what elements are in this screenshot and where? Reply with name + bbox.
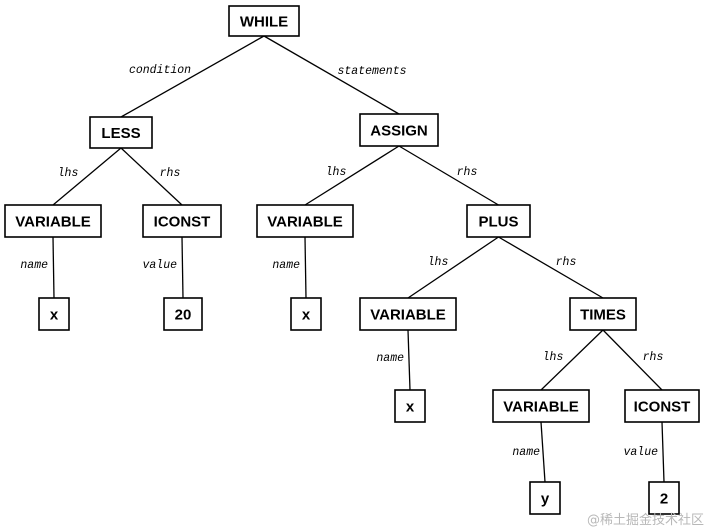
edge-var2-to-x2: [304, 236, 307, 299]
edge-iconst1-to-c20: [181, 236, 184, 299]
node-less: LESS: [89, 116, 153, 149]
edge-label-name: name: [512, 446, 540, 459]
node-var4: VARIABLE: [492, 389, 590, 423]
node-box: [142, 204, 222, 238]
node-x1: x: [38, 297, 70, 331]
node-plus: PLUS: [466, 204, 531, 238]
edge-label-statements: statements: [337, 65, 406, 78]
node-x3: x: [394, 389, 426, 423]
node-box: [163, 297, 203, 331]
node-var2: VARIABLE: [256, 204, 354, 238]
edge-label-name: name: [376, 352, 404, 365]
node-box: [38, 297, 70, 331]
node-box: [228, 5, 300, 37]
nodes-layer: WHILE LESS ASSIGN VARIABLE ICONST VARIABLE PLU…: [4, 5, 700, 515]
node-c2: 2: [648, 481, 680, 515]
node-label-plus: PLUS: [478, 214, 518, 231]
node-box: [394, 389, 426, 423]
edge-plus-to-var3: [407, 236, 499, 299]
node-label-y: y: [541, 491, 550, 508]
edges-layer: condition statements lhs rhs lhs rhs name value…: [20, 35, 665, 483]
node-label-variable: VARIABLE: [503, 399, 579, 416]
edge-label-condition: condition: [129, 64, 191, 77]
edge-label-rhs: rhs: [643, 351, 664, 364]
node-iconst1: ICONST: [142, 204, 222, 238]
edge-iconst2-to-c2: [661, 421, 665, 483]
node-label-x: x: [302, 307, 311, 324]
edge-label-lhs: lhs: [428, 256, 449, 269]
edge-label-lhs: lhs: [58, 167, 79, 180]
edge-label-rhs: rhs: [457, 166, 478, 179]
edge-label-value: value: [623, 446, 658, 459]
node-box: [290, 297, 322, 331]
node-box: [89, 116, 153, 149]
edge-times-to-iconst2: [602, 329, 663, 391]
watermark-text: @稀土掘金技术社区: [586, 513, 704, 528]
node-label-while: WHILE: [240, 14, 288, 31]
edge-times-to-var4: [540, 329, 604, 391]
node-label-variable: VARIABLE: [15, 214, 91, 231]
node-c20: 20: [163, 297, 203, 331]
node-box: [648, 481, 680, 515]
edge-label-lhs: lhs: [543, 351, 564, 364]
edge-assign-to-plus: [398, 145, 499, 206]
edge-plus-to-times: [498, 236, 604, 299]
edge-label-rhs: rhs: [160, 167, 181, 180]
edge-label-rhs: rhs: [556, 256, 577, 269]
node-box: [359, 297, 457, 331]
node-label-iconst: ICONST: [154, 214, 211, 231]
node-label-less: LESS: [101, 125, 140, 142]
node-while: WHILE: [228, 5, 300, 37]
node-box: [569, 297, 637, 331]
node-label-times: TIMES: [580, 307, 626, 324]
node-var1: VARIABLE: [4, 204, 102, 238]
node-label-x: x: [50, 307, 59, 324]
node-x2: x: [290, 297, 322, 331]
edge-label-lhs: lhs: [326, 166, 347, 179]
node-box: [492, 389, 590, 423]
edge-assign-to-var2: [304, 145, 400, 206]
edge-while-to-assign: [263, 35, 400, 115]
node-label-assign: ASSIGN: [370, 123, 428, 140]
node-label-variable: VARIABLE: [267, 214, 343, 231]
node-times: TIMES: [569, 297, 637, 331]
node-var3: VARIABLE: [359, 297, 457, 331]
edge-label-name: name: [272, 259, 300, 272]
edge-label-name: name: [20, 259, 48, 272]
node-box: [529, 481, 561, 515]
node-label-variable: VARIABLE: [370, 307, 446, 324]
edge-var1-to-x1: [52, 236, 55, 299]
node-label-iconst: ICONST: [634, 399, 691, 416]
node-label-x: x: [406, 399, 415, 416]
edge-while-to-less: [120, 35, 265, 118]
edge-var3-to-x3: [407, 329, 411, 391]
node-box: [256, 204, 354, 238]
node-assign: ASSIGN: [359, 113, 439, 147]
node-box: [624, 389, 700, 423]
edge-label-value: value: [142, 259, 177, 272]
node-box: [4, 204, 102, 238]
edge-var4-to-y1: [540, 421, 546, 483]
node-box: [359, 113, 439, 147]
edge-less-to-var1: [52, 147, 122, 206]
edge-less-to-iconst1: [120, 147, 183, 206]
node-label-20: 20: [175, 307, 192, 324]
node-iconst2: ICONST: [624, 389, 700, 423]
node-y1: y: [529, 481, 561, 515]
node-label-2: 2: [660, 491, 668, 508]
node-box: [466, 204, 531, 238]
